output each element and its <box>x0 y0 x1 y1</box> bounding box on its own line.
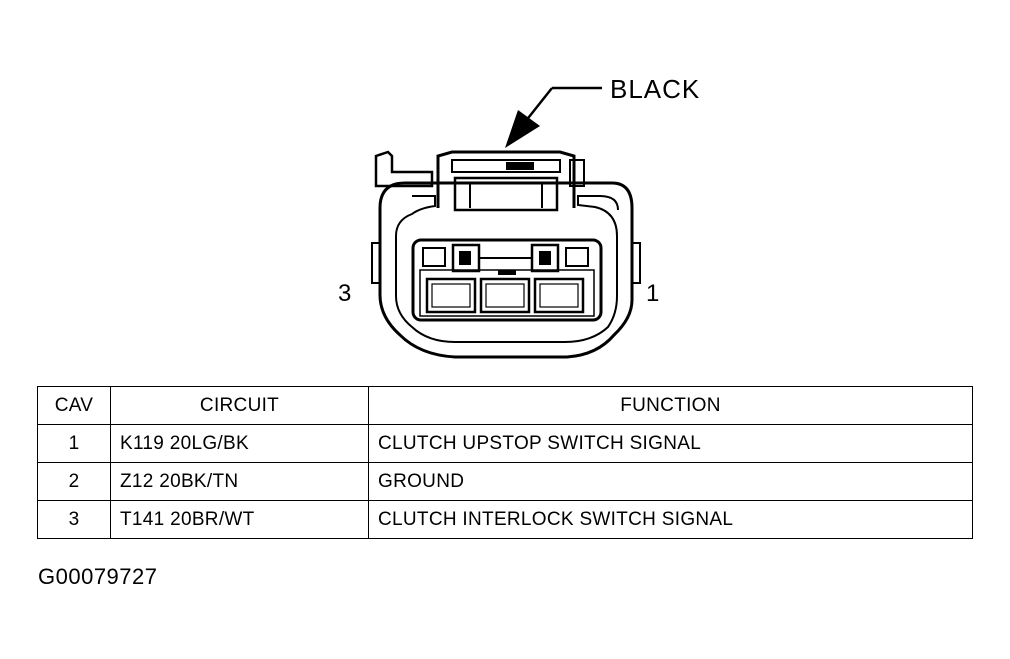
latch-body <box>436 150 576 208</box>
cell-cav: 1 <box>37 424 111 463</box>
keyway-left <box>422 247 446 267</box>
cavity-3-inner <box>431 283 471 308</box>
cavity-circuit-table: CAV CIRCUIT FUNCTION 1 K119 20LG/BK CLUT… <box>37 386 973 539</box>
callout-arrow-shaft <box>524 87 553 123</box>
table-row: 1 K119 20LG/BK CLUTCH UPSTOP SWITCH SIGN… <box>37 424 973 463</box>
connector-housing-inner <box>395 195 619 343</box>
cavity-1 <box>533 277 585 314</box>
lock-window-right-fill <box>539 251 551 265</box>
table-row: 3 T141 20BR/WT CLUTCH INTERLOCK SWITCH S… <box>37 500 973 539</box>
cell-circuit: Z12 20BK/TN <box>110 462 369 501</box>
table-header-row: CAV CIRCUIT FUNCTION <box>37 386 973 425</box>
latch-top-mark <box>506 162 534 170</box>
cell-circuit: T141 20BR/WT <box>110 500 369 539</box>
cavity-label-left: 3 <box>338 280 351 307</box>
cell-cav: 2 <box>37 462 111 501</box>
latch-top-bar <box>451 159 561 173</box>
cell-function: CLUTCH UPSTOP SWITCH SIGNAL <box>368 424 973 463</box>
center-key <box>498 270 516 275</box>
lock-window-left-fill <box>459 251 471 265</box>
cell-cav: 3 <box>37 500 111 539</box>
connector-diagram: BLACK 3 1 <box>338 74 700 359</box>
latch-lever <box>453 176 559 212</box>
callout-label: BLACK <box>610 74 700 104</box>
callout-arrowhead <box>505 110 540 148</box>
table-row: 2 Z12 20BK/TN GROUND <box>37 462 973 501</box>
keyway-right <box>565 247 589 267</box>
cavity-label-right: 1 <box>646 280 659 307</box>
side-rib-left <box>371 242 381 284</box>
cavity-2-inner <box>485 283 525 308</box>
header-cav: CAV <box>37 386 111 425</box>
terminal-block <box>411 238 603 322</box>
figure-id: G00079727 <box>38 564 158 589</box>
cell-circuit: K119 20LG/BK <box>110 424 369 463</box>
latch-tab-left <box>374 150 434 188</box>
header-circuit: CIRCUIT <box>110 386 369 425</box>
cavity-3 <box>425 277 477 314</box>
cavity-1-inner <box>539 283 579 308</box>
cell-function: GROUND <box>368 462 973 501</box>
cell-function: CLUTCH INTERLOCK SWITCH SIGNAL <box>368 500 973 539</box>
header-function: FUNCTION <box>368 386 973 425</box>
cavity-2 <box>479 277 531 314</box>
terminal-block-inner <box>419 269 595 317</box>
side-rib-right <box>631 242 641 284</box>
latch-tab-right <box>569 159 585 187</box>
